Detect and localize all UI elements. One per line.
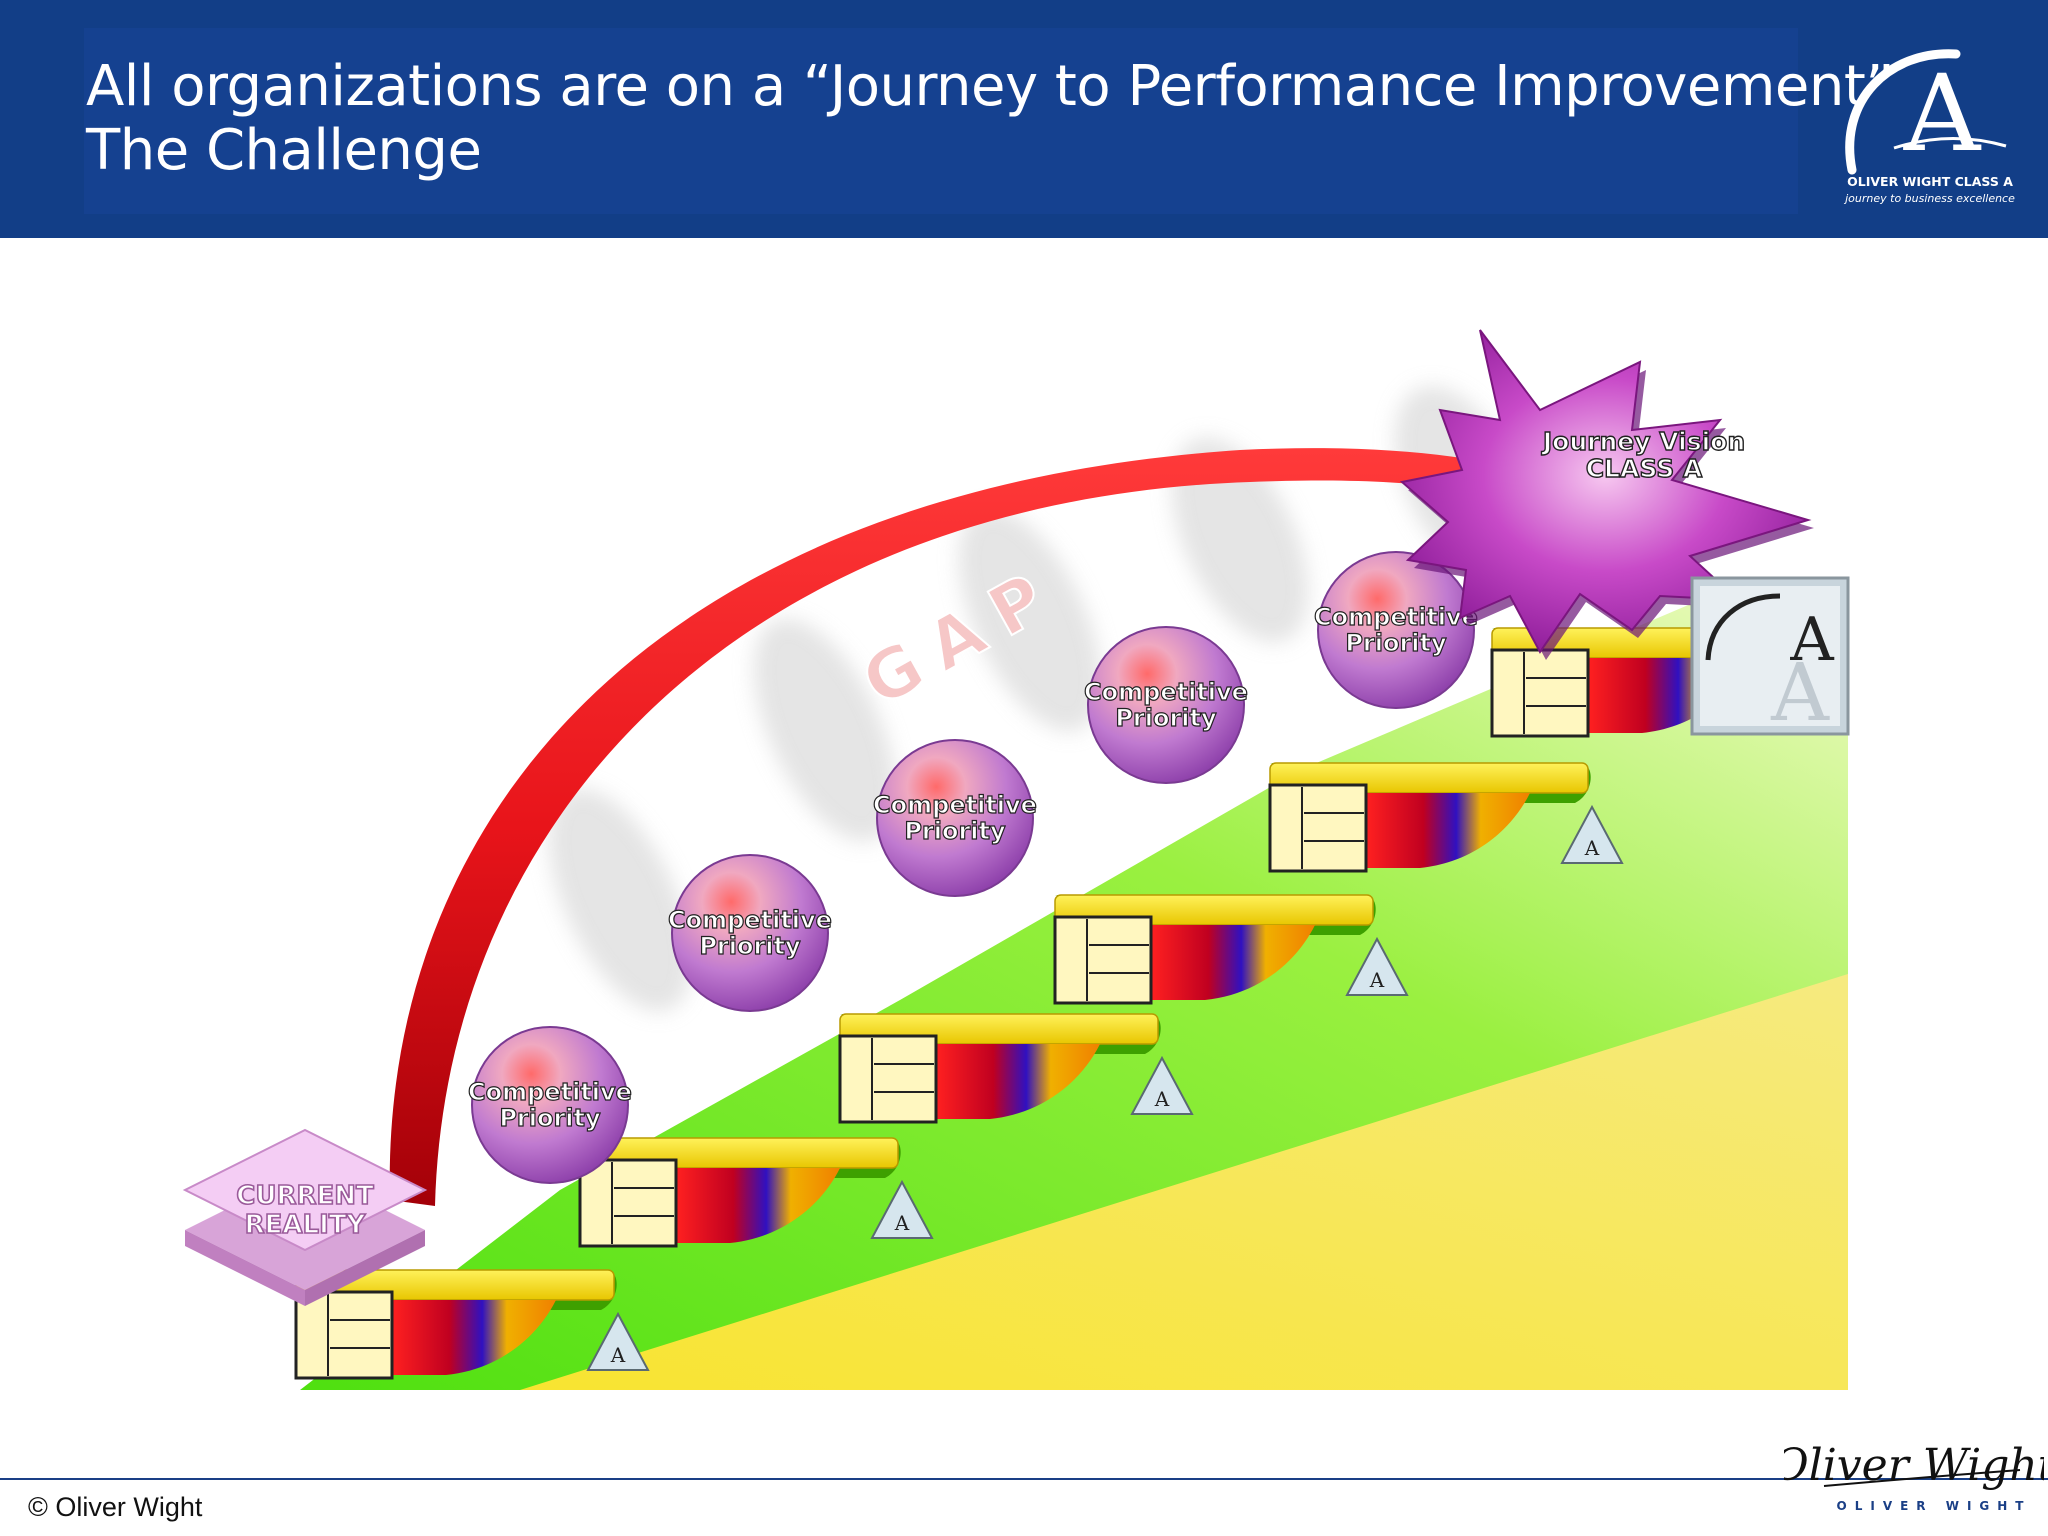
plaque-letter: A xyxy=(1789,605,1834,675)
priority-line2: Priority xyxy=(699,932,801,960)
current-reality-line1: CURRENT xyxy=(236,1181,374,1211)
class-a-triangle-icon: A xyxy=(1560,804,1624,864)
step-stripes xyxy=(1151,925,1315,1000)
vision-line2: CLASS A xyxy=(1586,454,1703,483)
svg-text:A: A xyxy=(610,1343,626,1367)
class-a-triangle-icon: A xyxy=(586,1311,650,1371)
footer-rule xyxy=(0,1478,2048,1480)
journey-diagram: GAP AAAAAA CompetitivePriorityCompetitiv… xyxy=(182,329,1850,1390)
priority-line2: Priority xyxy=(1115,704,1217,732)
step-stripes xyxy=(936,1044,1100,1119)
priority-line2: Priority xyxy=(904,817,1006,845)
ow-script: Oliver Wight xyxy=(1784,1440,2044,1491)
journey-step: A xyxy=(1268,762,1624,873)
step-block xyxy=(294,1290,394,1380)
priority-line1: Competitive xyxy=(1314,603,1478,631)
class-a-triangle-icon: A xyxy=(1130,1055,1194,1115)
step-block xyxy=(838,1034,938,1124)
logo-letter: A xyxy=(1903,52,1982,175)
gap-arc xyxy=(389,448,1600,1206)
current-reality-badge: CURRENT REALITY xyxy=(182,1128,428,1306)
priority-line1: Competitive xyxy=(1084,678,1248,706)
journey-step: A xyxy=(838,1013,1194,1124)
current-reality-line2: REALITY xyxy=(245,1210,367,1240)
step-block xyxy=(578,1158,678,1248)
svg-text:A: A xyxy=(1154,1087,1170,1111)
page-subtitle: The Challenge xyxy=(86,118,482,183)
priority-line1: Competitive xyxy=(873,791,1037,819)
vision-line1: Journey Vision xyxy=(1541,427,1745,456)
ow-caption: OLIVER WIGHT xyxy=(1837,1499,2032,1513)
step-stripes xyxy=(1366,793,1530,868)
priority-line2: Priority xyxy=(1345,629,1447,657)
logo-tagline: journey to business excellence xyxy=(1843,192,2015,205)
header-bar: All organizations are on a “Journey to P… xyxy=(0,0,2048,238)
journey-step: A xyxy=(294,1269,650,1380)
priority-group: CompetitivePriorityCompetitivePriorityCo… xyxy=(467,551,1479,1184)
step-stripes xyxy=(392,1300,556,1375)
ramp-yellow xyxy=(520,974,1848,1390)
journey-step: A xyxy=(1053,894,1409,1005)
class-a-logo: A OLIVER WIGHT CLASS A journey to busine… xyxy=(1843,49,2015,205)
copyright-text: © Oliver Wight xyxy=(28,1492,203,1522)
svg-text:A: A xyxy=(894,1211,910,1235)
priority-line1: Competitive xyxy=(468,1078,632,1106)
step-block xyxy=(1053,915,1153,1005)
class-a-triangle-icon: A xyxy=(1345,936,1409,996)
priority-line1: Competitive xyxy=(668,906,832,934)
oliver-wight-logo: Oliver Wight OLIVER WIGHT xyxy=(1784,1440,2044,1513)
class-a-triangle-icon: A xyxy=(870,1179,934,1239)
step-block xyxy=(1490,648,1590,738)
step-stripes xyxy=(676,1168,840,1243)
priority-line2: Priority xyxy=(499,1104,601,1132)
svg-text:A: A xyxy=(1369,968,1385,992)
step-block xyxy=(1268,783,1368,873)
svg-text:A: A xyxy=(1584,836,1600,860)
logo-caption: OLIVER WIGHT CLASS A xyxy=(1847,174,2013,189)
title-panel xyxy=(84,28,1798,214)
svg-text:A: A xyxy=(1770,646,1830,739)
class-a-plaque: A A xyxy=(1690,576,1850,739)
page-title: All organizations are on a “Journey to P… xyxy=(86,54,1894,119)
journey-step: A xyxy=(578,1137,934,1248)
